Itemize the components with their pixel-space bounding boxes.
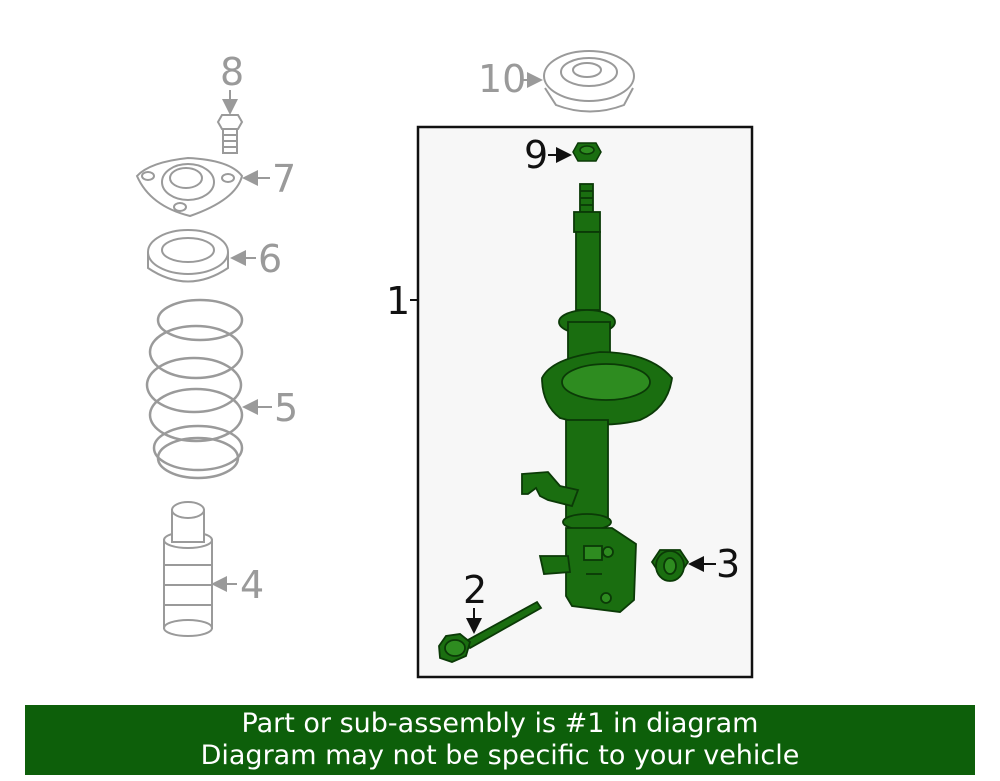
- part-1-strut-assembly[interactable]: [521, 183, 673, 613]
- callout-2: 2: [463, 568, 487, 612]
- callout-5: 5: [274, 386, 298, 430]
- part-10-mount-cap[interactable]: [543, 50, 635, 113]
- info-banner: Part or sub-assembly is #1 in diagram Di…: [25, 705, 975, 775]
- callout-8: 8: [220, 50, 244, 94]
- callout-9: 9: [524, 133, 548, 177]
- leader-lines: [211, 72, 716, 634]
- banner-line-2: Diagram may not be specific to your vehi…: [200, 740, 800, 771]
- part-5-coil-spring[interactable]: [145, 298, 244, 480]
- exploded-parts-diagram: 10 8 7 6 5 4 9 1 3 2: [135, 50, 754, 679]
- callout-7: 7: [272, 157, 296, 201]
- callout-6: 6: [258, 237, 282, 281]
- part-8-bolt[interactable]: [216, 114, 244, 154]
- part-6-spring-seat[interactable]: [147, 229, 229, 283]
- part-7-mount-plate[interactable]: [135, 156, 244, 218]
- callout-10: 10: [478, 57, 526, 101]
- part-3-flange-nut[interactable]: [650, 549, 690, 582]
- part-9-nut[interactable]: [572, 142, 602, 162]
- banner-line-1: Part or sub-assembly is #1 in diagram: [241, 708, 759, 739]
- callout-1: 1: [386, 279, 410, 323]
- part-2-bolt[interactable]: [438, 600, 543, 663]
- part-4-bump-stop[interactable]: [163, 501, 213, 637]
- callout-3: 3: [716, 542, 740, 586]
- callout-4: 4: [240, 563, 264, 607]
